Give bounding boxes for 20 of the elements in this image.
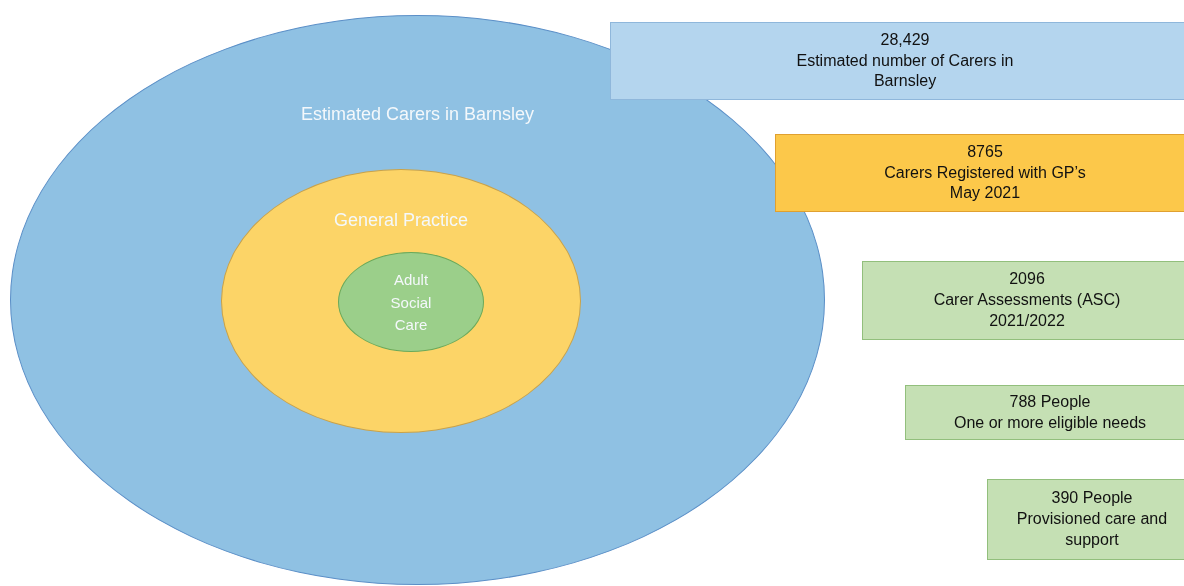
stat-description: Carers Registered with GP’s [884, 162, 1086, 183]
stat-description: Estimated number of Carers in Barnsley [795, 50, 1015, 92]
ellipse-label: General Practice [332, 210, 470, 231]
stat-number: 390 People [1051, 488, 1133, 509]
stat-box [775, 134, 1184, 212]
stat-number: 2096 [1009, 269, 1045, 290]
ellipse-label: Adult Social Care [389, 270, 433, 335]
ellipse-label: Estimated Carers in Barnsley [299, 104, 536, 125]
stat-description: Carer Assessments (ASC) [933, 290, 1121, 311]
stat-number: 788 People [1009, 391, 1091, 412]
stat-number: 8765 [967, 141, 1003, 162]
stat-box [987, 479, 1184, 560]
stat-box [905, 385, 1184, 440]
stat-description: 2021/2022 [989, 310, 1065, 331]
stat-box [862, 261, 1184, 340]
stat-number: 28,429 [880, 29, 930, 50]
stat-description: Provisioned care and support [1015, 509, 1169, 550]
stat-box [610, 22, 1184, 100]
stat-description: May 2021 [949, 183, 1021, 204]
stat-description: One or more eligible needs [953, 412, 1147, 433]
